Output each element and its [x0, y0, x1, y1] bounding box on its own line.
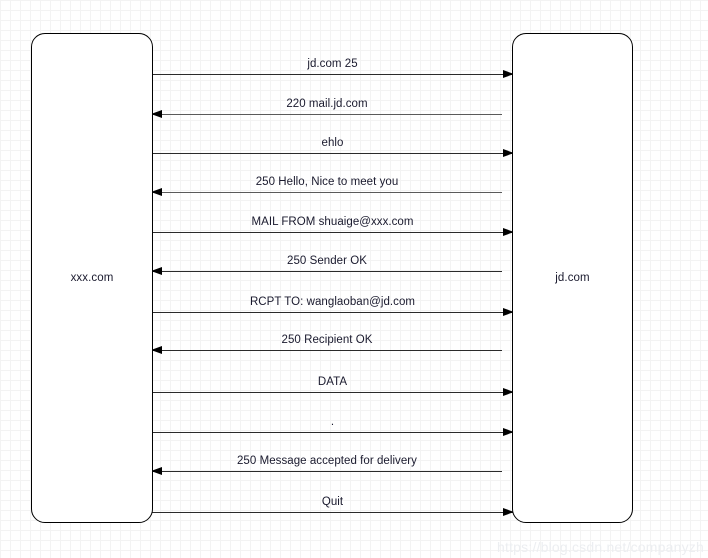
participant-label-left: xxx.com	[70, 272, 114, 284]
message-line	[152, 392, 513, 393]
arrow-left-icon	[151, 109, 162, 118]
message-label: DATA	[317, 376, 348, 388]
arrow-right-icon	[503, 307, 514, 316]
arrow-right-icon	[503, 427, 514, 436]
message-line	[152, 192, 502, 193]
participant-box-right[interactable]: jd.com	[512, 33, 633, 523]
watermark: https://blog.csdn.net/companyzh	[497, 539, 704, 555]
arrow-right-icon	[503, 69, 514, 78]
message-label: MAIL FROM shuaige@xxx.com	[251, 216, 414, 228]
arrow-right-icon	[503, 507, 514, 516]
message-line	[152, 312, 513, 313]
participant-box-left[interactable]: xxx.com	[31, 33, 153, 523]
participant-label-right: jd.com	[555, 272, 590, 284]
message-line	[152, 471, 502, 472]
message-line	[152, 432, 513, 433]
message-label: RCPT TO: wanglaoban@jd.com	[249, 296, 416, 308]
arrow-left-icon	[151, 266, 162, 275]
message-label: 220 mail.jd.com	[286, 98, 368, 110]
message-line	[152, 350, 502, 351]
message-label: ehlo	[321, 137, 344, 149]
message-line	[152, 232, 513, 233]
arrow-left-icon	[151, 466, 162, 475]
message-line	[152, 74, 513, 75]
message-label: 250 Message accepted for delivery	[236, 455, 417, 467]
arrow-right-icon	[503, 148, 514, 157]
message-line	[152, 153, 513, 154]
message-label: 250 Recipient OK	[281, 334, 373, 346]
message-line	[152, 512, 513, 513]
message-line	[152, 271, 502, 272]
arrow-right-icon	[503, 227, 514, 236]
arrow-left-icon	[151, 187, 162, 196]
message-label: .	[330, 416, 335, 428]
arrow-left-icon	[151, 345, 162, 354]
message-label: 250 Hello, Nice to meet you	[255, 176, 399, 188]
message-label: 250 Sender OK	[287, 255, 367, 267]
message-label: Quit	[321, 496, 344, 508]
arrow-right-icon	[503, 387, 514, 396]
message-label: jd.com 25	[307, 58, 358, 70]
message-line	[152, 114, 502, 115]
